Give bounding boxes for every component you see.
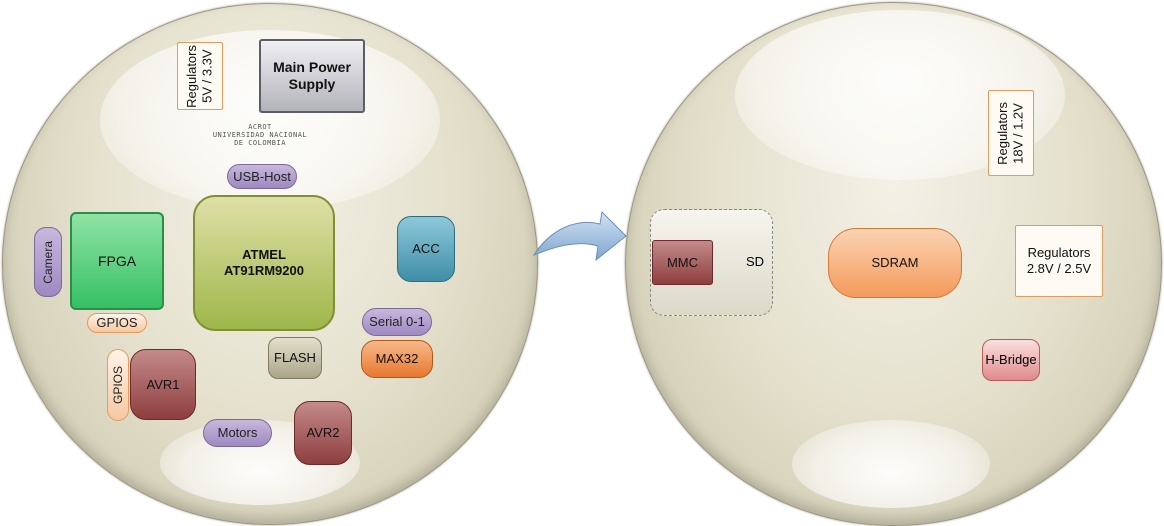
serial-0-1: Serial 0-1 bbox=[362, 308, 432, 336]
gpios-avr: GPIOS bbox=[107, 349, 129, 421]
regulators-18v-1v2: Regulators 18V / 1.2V bbox=[988, 90, 1034, 176]
right-sphere-bottom-highlight bbox=[792, 420, 990, 508]
gpios-fpga: GPIOS bbox=[87, 313, 147, 333]
regulators-2v8-line-1: Regulators bbox=[1027, 245, 1091, 261]
flash-label: FLASH bbox=[274, 350, 316, 366]
mmc-label: MMC bbox=[666, 254, 699, 270]
camera: Camera bbox=[34, 227, 62, 297]
acc: ACC bbox=[397, 216, 455, 282]
atmel-line-2: AT91RM9200 bbox=[224, 263, 304, 278]
fpga-label: FPGA bbox=[97, 252, 137, 269]
institution-caption: ACROT UNIVERSIDAD NACIONAL DE COLOMBIA bbox=[200, 123, 320, 147]
caption-line-1: ACROT bbox=[248, 123, 272, 131]
atmel-cpu: ATMEL AT91RM9200 bbox=[193, 195, 335, 331]
max32-label: MAX32 bbox=[375, 351, 419, 367]
usb-host-label: USB-Host bbox=[233, 168, 291, 184]
main-power-supply-label: Main Power Supply bbox=[273, 59, 351, 92]
acc-label: ACC bbox=[412, 241, 440, 257]
regulators-5v-3v3: Regulators 5V / 3.3V bbox=[177, 42, 223, 110]
transition-arrow-icon bbox=[532, 210, 627, 262]
gpios-avr-label: GPIOS bbox=[110, 365, 125, 404]
sdram-label: SDRAM bbox=[871, 255, 919, 271]
avr1-label: AVR1 bbox=[146, 376, 180, 392]
fpga: FPGA bbox=[70, 212, 164, 310]
motors: Motors bbox=[203, 419, 272, 447]
sd-label-box: SD bbox=[740, 252, 770, 272]
regulators-2v8-line-2: 2.8V / 2.5V bbox=[1026, 261, 1092, 276]
gpios-fpga-label: GPIOS bbox=[96, 315, 138, 331]
sdram: SDRAM bbox=[828, 228, 962, 298]
main-power-supply: Main Power Supply bbox=[259, 39, 365, 113]
flash: FLASH bbox=[268, 337, 322, 379]
serial-label: Serial 0-1 bbox=[369, 314, 425, 330]
motors-label: Motors bbox=[217, 425, 258, 441]
regulators-5v-3v3-label: Regulators 5V / 3.3V bbox=[184, 44, 215, 108]
avr1: AVR1 bbox=[130, 349, 196, 420]
mmc: MMC bbox=[652, 240, 713, 285]
usb-host: USB-Host bbox=[227, 164, 297, 189]
h-bridge-label: H-Bridge bbox=[985, 352, 1037, 368]
camera-label: Camera bbox=[40, 240, 55, 284]
caption-line-2: UNIVERSIDAD NACIONAL bbox=[212, 131, 308, 140]
regulators-2v8-2v5: Regulators 2.8V / 2.5V bbox=[1015, 225, 1103, 297]
sd-label: SD bbox=[745, 254, 765, 270]
max32: MAX32 bbox=[361, 340, 433, 378]
atmel-line-1: ATMEL bbox=[242, 247, 286, 263]
avr2-label: AVR2 bbox=[306, 425, 340, 441]
h-bridge: H-Bridge bbox=[982, 339, 1040, 381]
caption-line-3: DE COLOMBIA bbox=[234, 139, 286, 148]
regulators-18v-1v2-label: Regulators 18V / 1.2V bbox=[995, 101, 1026, 165]
avr2: AVR2 bbox=[294, 401, 352, 465]
